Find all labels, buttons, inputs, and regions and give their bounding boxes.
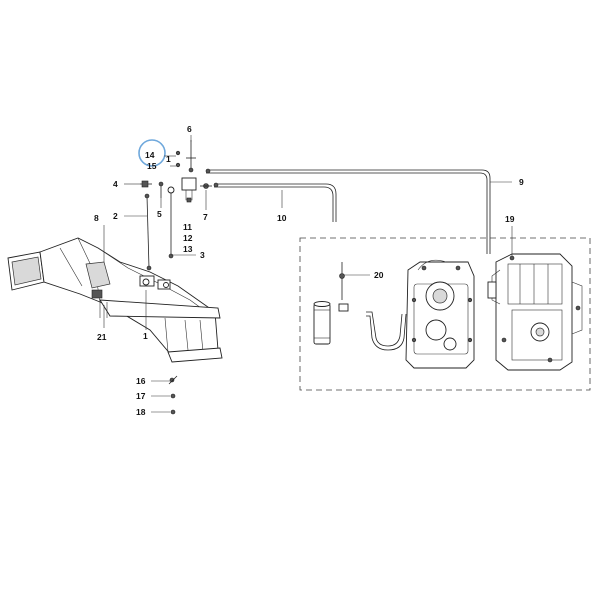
callout-6[interactable]: 6	[187, 124, 192, 134]
selection-highlight-circle[interactable]	[138, 139, 166, 167]
callout-15[interactable]: 15	[147, 161, 157, 171]
hydraulic-hoses	[205, 168, 491, 254]
callout-4[interactable]: 4	[113, 179, 118, 189]
transmission-assembly	[313, 253, 583, 371]
callout-9[interactable]: 9	[519, 177, 524, 187]
callout-16[interactable]: 16	[136, 376, 146, 386]
callout-7[interactable]: 7	[203, 212, 208, 222]
callout-21[interactable]: 21	[97, 332, 107, 342]
transmission-detail-frame	[299, 237, 591, 391]
leader-lines	[103, 135, 513, 330]
callout-12[interactable]: 12	[183, 233, 193, 243]
callout-18[interactable]: 18	[136, 407, 146, 417]
callout-1-bottom[interactable]: 1	[143, 331, 148, 341]
callout-13[interactable]: 13	[183, 244, 193, 254]
callout-8[interactable]: 8	[94, 213, 99, 223]
boom-arm-assembly	[7, 237, 223, 363]
callout-3[interactable]: 3	[200, 250, 205, 260]
callout-11[interactable]: 11	[183, 222, 192, 232]
callout-17[interactable]: 17	[136, 391, 146, 401]
callout-2[interactable]: 2	[113, 211, 118, 221]
callout-5[interactable]: 5	[157, 209, 162, 219]
callout-10[interactable]: 10	[277, 213, 287, 223]
callout-20[interactable]: 20	[374, 270, 384, 280]
callout-labels: 6 14 15 1 4 5 7 2 8 9 10 11 12 13 3 19 2…	[94, 124, 524, 417]
callout-19[interactable]: 19	[505, 214, 515, 224]
loose-hardware	[151, 375, 178, 415]
callout-1-top[interactable]: 1	[166, 154, 171, 164]
callout-14[interactable]: 14	[145, 150, 155, 160]
hose-hardware-group	[140, 140, 212, 271]
